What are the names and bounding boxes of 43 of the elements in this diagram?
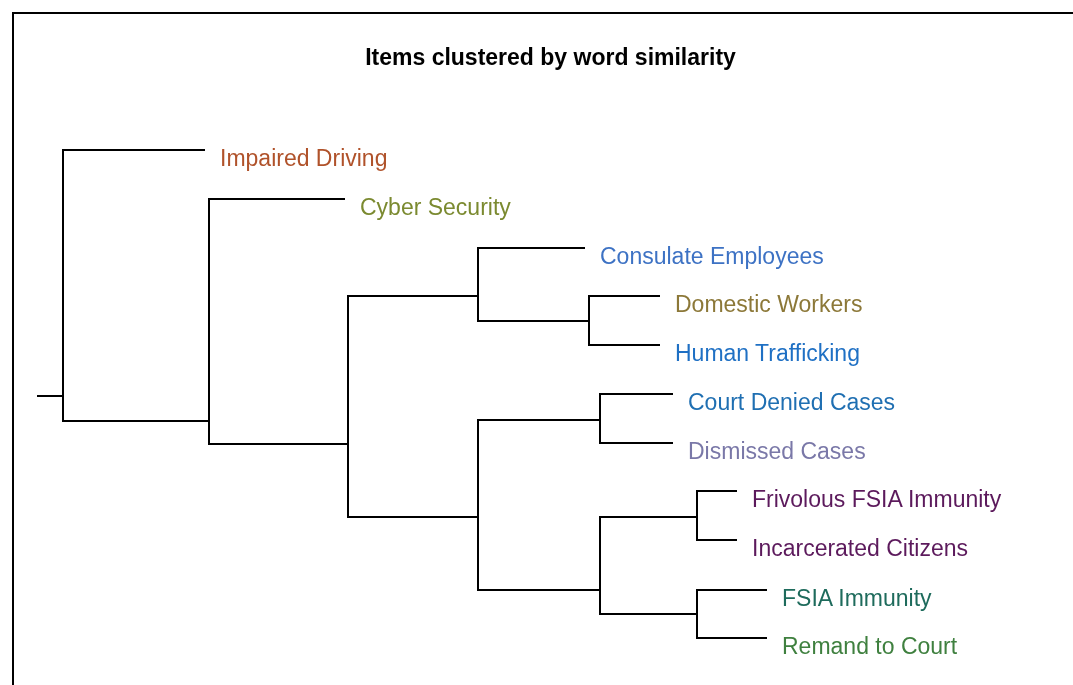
bracket-line — [208, 198, 210, 445]
bracket-line — [696, 490, 698, 541]
item-label: Consulate Employees — [585, 238, 824, 274]
item-label: Cyber Security — [345, 189, 511, 225]
dendrogram-branch — [208, 443, 349, 445]
item-label: Remand to Court — [767, 628, 958, 664]
item-label: Impaired Driving — [205, 140, 388, 176]
bracket-line — [62, 149, 64, 422]
dendrogram-branch — [477, 320, 590, 322]
bracket-line — [588, 295, 590, 346]
dendrogram-branch — [347, 516, 479, 518]
dendrogram-branch — [62, 420, 210, 422]
bracket-line — [347, 295, 349, 518]
dendrogram-branch — [696, 490, 738, 492]
dendrogram-branch — [36, 395, 64, 397]
dendrogram-branch — [696, 637, 768, 639]
dendrogram-branch — [588, 295, 661, 297]
item-label: FSIA Immunity — [767, 580, 932, 616]
dendrogram-branch — [588, 344, 661, 346]
item-label: Frivolous FSIA Immunity — [737, 481, 1002, 517]
item-label: Dismissed Cases — [673, 433, 866, 469]
item-label: Incarcerated Citizens — [737, 530, 969, 566]
chart-title: Items clustered by word similarity — [364, 44, 737, 71]
item-label: Human Trafficking — [660, 335, 860, 371]
dendrogram-branch — [477, 419, 601, 421]
item-label: Domestic Workers — [660, 286, 863, 322]
bracket-line — [696, 589, 698, 639]
dendrogram-branch — [696, 539, 738, 541]
dendrogram-branch — [477, 589, 601, 591]
dendrogram-branch — [599, 442, 674, 444]
dendrogram-branch — [477, 247, 586, 249]
bracket-line — [599, 393, 601, 444]
dendrogram-branch — [347, 295, 479, 297]
bracket-line — [599, 516, 601, 615]
item-label: Court Denied Cases — [673, 384, 896, 420]
dendrogram-branch — [599, 516, 698, 518]
dendrogram-branch — [696, 589, 768, 591]
dendrogram-branch — [208, 198, 346, 200]
dendrogram-branch — [599, 393, 674, 395]
bracket-line — [477, 247, 479, 322]
dendrogram-branch — [599, 613, 698, 615]
bracket-line — [477, 419, 479, 591]
dendrogram-branch — [62, 149, 206, 151]
